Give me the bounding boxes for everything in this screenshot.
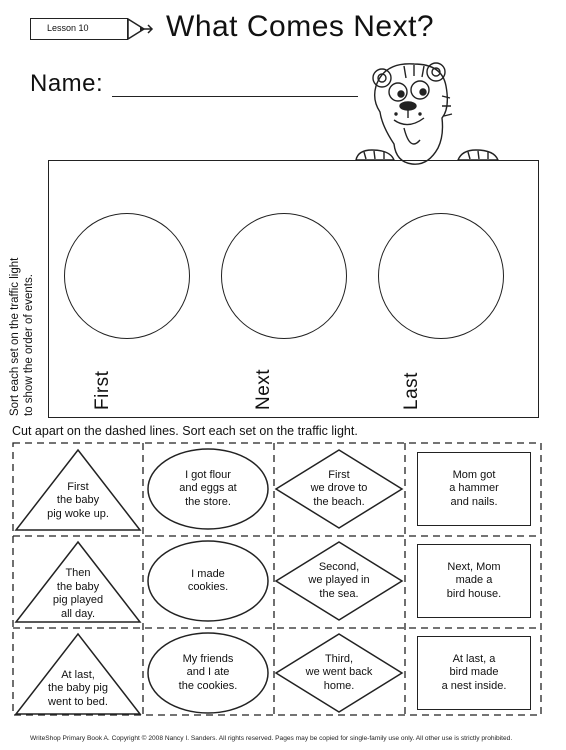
card-line: and eggs at xyxy=(179,482,237,495)
card-line: At last, a xyxy=(452,652,496,665)
card-line: I got flour xyxy=(185,468,231,481)
card-line: and nails. xyxy=(450,495,498,508)
card-line: pig played xyxy=(52,594,104,606)
card-line: the store. xyxy=(185,495,231,508)
triangle-card-shape xyxy=(14,540,142,623)
name-label: Name: xyxy=(30,70,104,97)
dashed-cut-lines xyxy=(12,442,542,716)
cut-instruction: Cut apart on the dashed lines. Sort each… xyxy=(12,424,358,438)
triangle-card-shape xyxy=(14,448,142,531)
card-line: First xyxy=(67,480,89,493)
card-line: pig woke up. xyxy=(47,507,109,520)
side-instruction-line: to show the order of events. xyxy=(23,274,35,416)
card-line: the sea. xyxy=(319,587,359,600)
card-line: made a xyxy=(455,574,493,587)
pencil-tip-icon xyxy=(128,18,154,40)
traffic-light-box xyxy=(48,160,539,418)
card-line: Next, Mom xyxy=(447,560,501,573)
first-light-circle[interactable] xyxy=(64,213,190,339)
next-light-circle[interactable] xyxy=(221,213,347,339)
card-line: Mom got xyxy=(452,468,496,481)
diamond-card-shape xyxy=(274,633,404,713)
triangle-card-shape xyxy=(14,632,142,715)
lesson-badge: Lesson 10 xyxy=(30,18,128,40)
card-line: a hammer xyxy=(449,482,499,495)
side-instruction: Sort each set on the traffic light to sh… xyxy=(8,206,36,416)
card-line: a nest inside. xyxy=(441,679,507,692)
diamond-card-shape xyxy=(274,449,404,529)
card-line: My friends xyxy=(182,652,234,665)
card-line: bird house. xyxy=(446,587,502,600)
name-write-line[interactable] xyxy=(112,96,358,97)
card-line: bird made xyxy=(449,666,499,679)
first-label: First xyxy=(92,370,113,410)
card-line: we went back xyxy=(305,666,373,679)
last-label: Last xyxy=(401,372,422,410)
card-line: home. xyxy=(323,679,355,692)
card-line: we played in xyxy=(308,574,370,587)
card-line: the cookies. xyxy=(178,679,238,692)
lesson-label: Lesson 10 xyxy=(47,23,89,33)
card-line: all day. xyxy=(60,607,96,620)
oval-card-shape xyxy=(147,448,269,530)
card-line: First xyxy=(328,468,350,481)
tiger-mascot-icon xyxy=(355,62,500,165)
card-line: and I ate xyxy=(186,666,230,679)
oval-card-shape xyxy=(147,632,269,714)
card-line: Third, xyxy=(324,652,354,665)
diamond-card-shape xyxy=(274,541,404,621)
card-line: the beach. xyxy=(313,495,365,508)
card-line: cookies. xyxy=(187,581,229,593)
card-line: the baby pig xyxy=(48,682,108,695)
card-line: I made xyxy=(191,567,225,580)
card-line: At last, xyxy=(61,668,95,681)
card-line: the baby xyxy=(56,494,100,507)
card-line: Second, xyxy=(318,560,360,573)
side-instruction-line: Sort each set on the traffic light xyxy=(9,257,21,416)
oval-card-shape xyxy=(147,540,269,622)
card-line: we drove to xyxy=(310,482,368,495)
last-light-circle[interactable] xyxy=(378,213,504,339)
card-line: the baby xyxy=(56,580,100,593)
card-line: went to bed. xyxy=(48,695,108,708)
card-line: Then xyxy=(65,567,91,579)
next-label: Next xyxy=(253,368,274,410)
copyright-footer: WriteShop Primary Book A. Copyright © 20… xyxy=(30,735,513,742)
page-title: What Comes Next? xyxy=(166,10,435,43)
